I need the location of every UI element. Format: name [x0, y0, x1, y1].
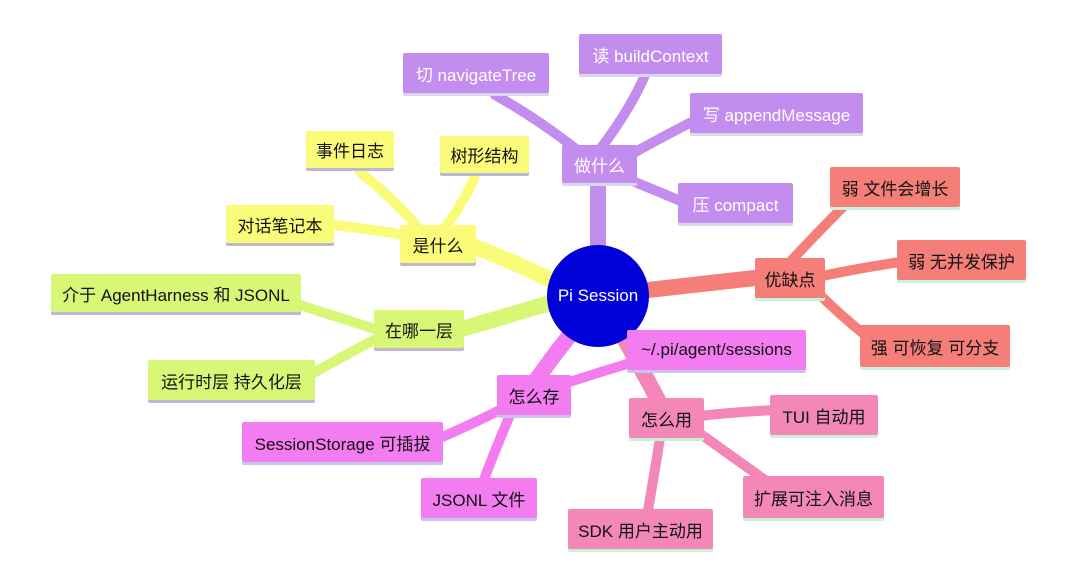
- branch-pros-cons[interactable]: 优缺点: [755, 258, 825, 298]
- do-append-message[interactable]: 写 appendMessage: [690, 93, 863, 133]
- do-compact[interactable]: 压 compact: [678, 183, 793, 223]
- cons-file-growth[interactable]: 弱 文件会增长: [830, 167, 960, 207]
- store-jsonl-file[interactable]: JSONL 文件: [421, 478, 537, 518]
- what-tree-structure[interactable]: 树形结构: [440, 136, 529, 173]
- use-extension-inject[interactable]: 扩展可注入消息: [743, 476, 884, 518]
- layer-runtime-persistence[interactable]: 运行时层 持久化层: [148, 360, 315, 400]
- layer-between[interactable]: 介于 AgentHarness 和 JSONL: [51, 274, 301, 312]
- branch-store[interactable]: 怎么存: [497, 375, 571, 415]
- pros-recoverable-branchable[interactable]: 强 可恢复 可分支: [860, 325, 1010, 367]
- do-navigate-tree[interactable]: 切 navigateTree: [403, 53, 549, 93]
- cons-no-concurrency[interactable]: 弱 无并发保护: [897, 240, 1026, 280]
- branch-layer[interactable]: 在哪一层: [374, 310, 464, 348]
- store-pluggable-storage[interactable]: SessionStorage 可插拔: [242, 422, 443, 462]
- what-event-log[interactable]: 事件日志: [306, 131, 394, 168]
- use-sdk[interactable]: SDK 用户主动用: [568, 509, 713, 549]
- branch-what[interactable]: 是什么: [400, 225, 476, 263]
- branch-use[interactable]: 怎么用: [629, 398, 704, 438]
- do-build-context[interactable]: 读 buildContext: [579, 34, 722, 74]
- store-path[interactable]: ~/.pi/agent/sessions: [627, 330, 806, 370]
- use-tui[interactable]: TUI 自动用: [770, 395, 878, 435]
- what-conversation-notebook[interactable]: 对话笔记本: [226, 205, 334, 243]
- branch-do[interactable]: 做什么: [562, 145, 637, 183]
